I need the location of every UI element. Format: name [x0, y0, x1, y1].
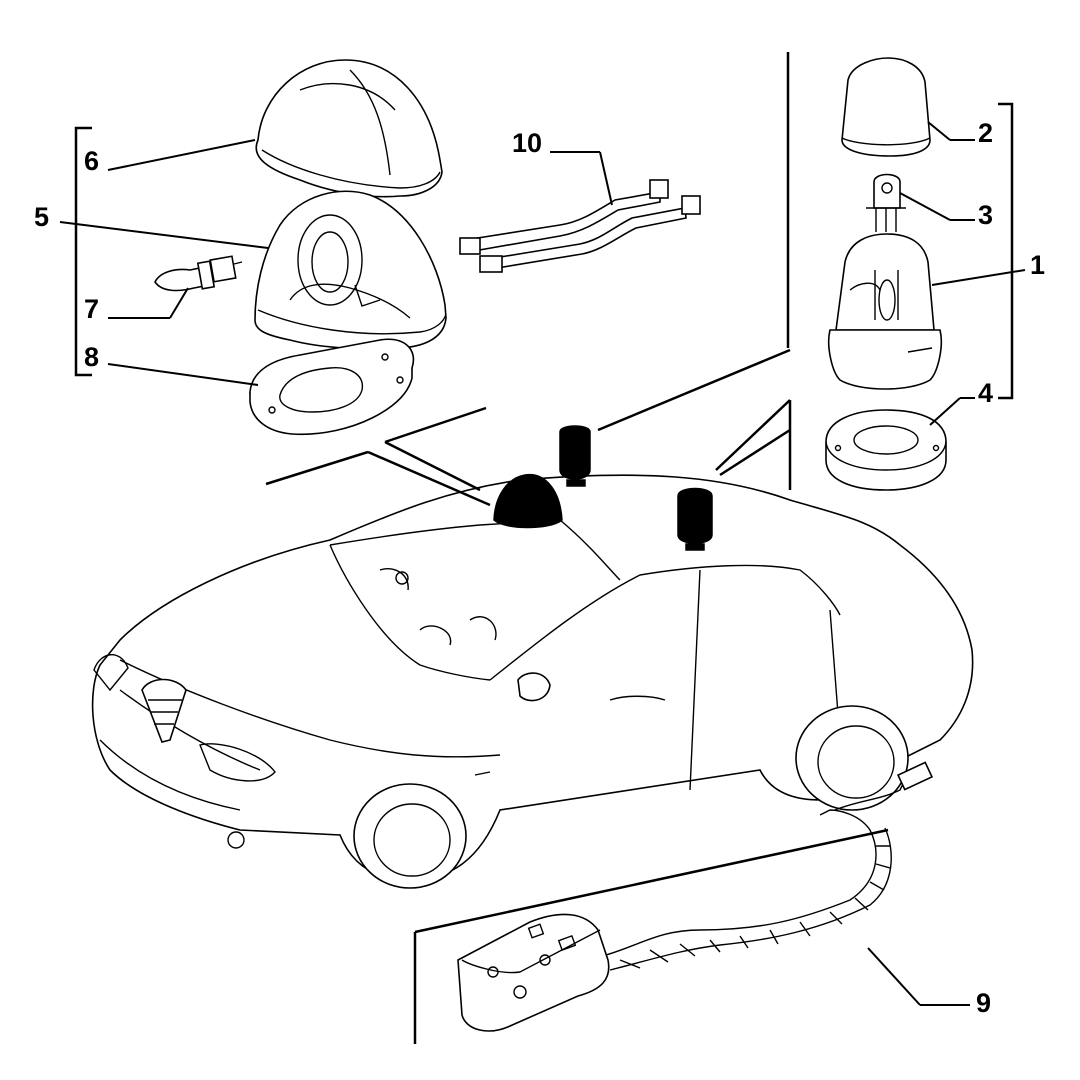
part-10-mounting-bar: [459, 179, 701, 273]
leader-lines: [59, 121, 1026, 1006]
callout-3: 3: [978, 200, 993, 230]
part-3-lamp-holder: [866, 173, 906, 232]
callout-7: 7: [84, 294, 99, 324]
bracket-group-1-4: [998, 102, 1014, 400]
car-illustration: [91, 425, 974, 889]
part-4-base-ring: [825, 409, 947, 491]
callout-6: 6: [84, 146, 99, 176]
callout-5: 5: [34, 202, 49, 232]
part-6-dome-lens: [255, 59, 443, 198]
part-1-rotating-lamp: [827, 233, 943, 390]
callout-10: 10: [512, 128, 542, 158]
callout-9: 9: [976, 988, 991, 1018]
part-9-remote-control: [457, 761, 934, 1032]
section-lines: [265, 52, 889, 1044]
part-2-lens-cap: [841, 57, 931, 157]
callout-2: 2: [978, 118, 993, 148]
part-5-beacon-assembly: [254, 190, 447, 350]
part-8-base-gasket: [249, 338, 415, 436]
bracket-group-5-8: [74, 126, 92, 377]
callout-8: 8: [84, 342, 99, 372]
part-7-bulb: [154, 255, 243, 292]
callout-4: 4: [978, 378, 993, 408]
callout-1: 1: [1030, 250, 1045, 280]
